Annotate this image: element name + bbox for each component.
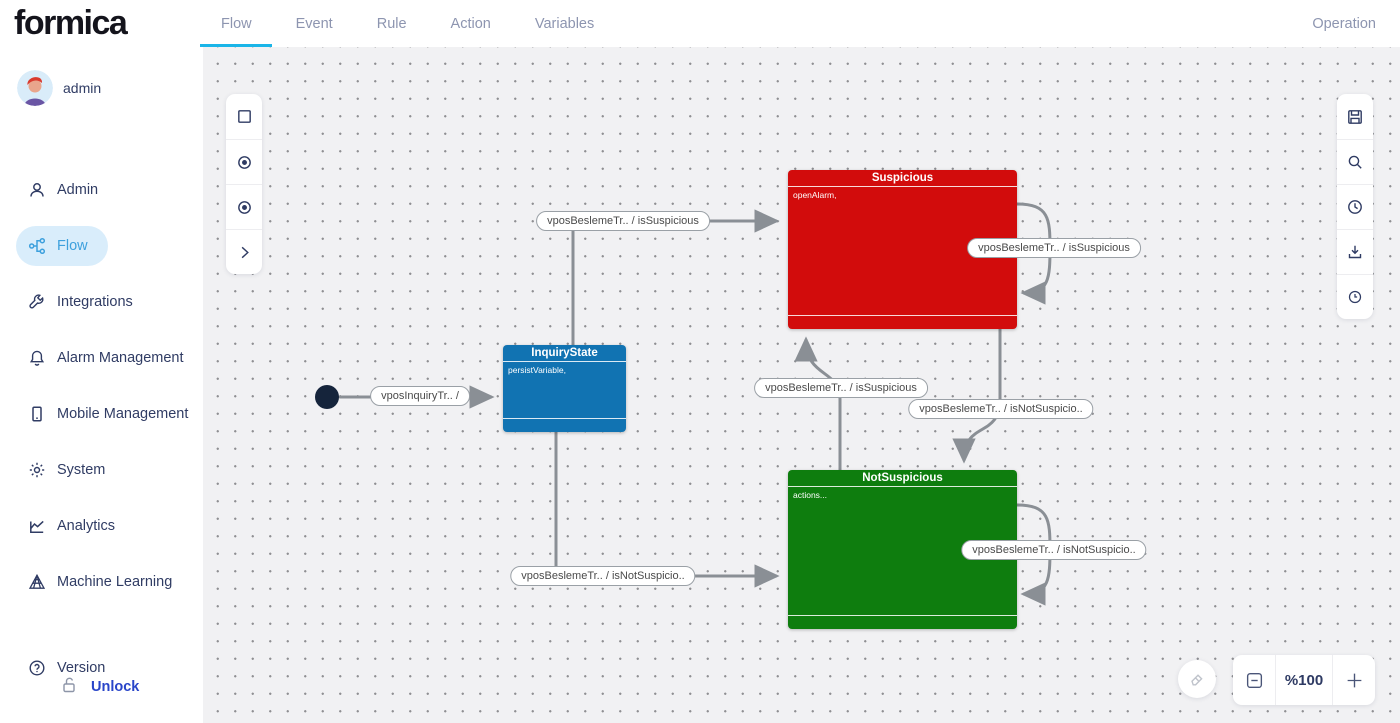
sidebar: admin Admin Flow Integrations Alarm Mana…	[0, 47, 203, 723]
edge-suspicious-to-notsuspicious[interactable]	[964, 329, 1000, 460]
sidebar-item-integrations[interactable]: Integrations	[16, 282, 133, 322]
sidebar-item-label: System	[57, 462, 105, 478]
download-icon[interactable]	[1337, 229, 1373, 274]
question-icon	[28, 659, 46, 677]
tab-flow[interactable]: Flow	[221, 0, 252, 47]
node-actions: persistVariable,	[503, 362, 626, 418]
node-title: Suspicious	[788, 170, 1017, 187]
edge-notsuspicious-to-suspicious[interactable]	[806, 340, 840, 470]
sidebar-item-alarm-management[interactable]: Alarm Management	[16, 338, 184, 378]
start-state-node[interactable]	[315, 385, 339, 409]
sidebar-item-system[interactable]: System	[16, 450, 105, 490]
node-inquiry-state[interactable]: InquiryState persistVariable,	[503, 345, 626, 432]
edge-label-is-not-suspicious-bottom[interactable]: vposBeslemeTr.. / isNotSuspicio..	[510, 566, 695, 586]
sidebar-item-mobile-management[interactable]: Mobile Management	[16, 394, 188, 434]
zoom-out-button[interactable]	[1233, 655, 1275, 705]
edge-label-is-suspicious-loop[interactable]: vposBeslemeTr.. / isSuspicious	[967, 238, 1141, 258]
operation-menu[interactable]: Operation	[1312, 0, 1376, 47]
tab-rule[interactable]: Rule	[377, 0, 407, 47]
flow-icon	[28, 237, 46, 255]
node-footer	[503, 418, 626, 432]
start-state-icon[interactable]	[226, 139, 262, 184]
tab-action[interactable]: Action	[451, 0, 491, 47]
node-title: InquiryState	[503, 345, 626, 362]
sidebar-item-label: Admin	[57, 182, 98, 198]
eraser-button[interactable]	[1178, 660, 1216, 698]
collapse-chevron-icon[interactable]	[226, 229, 262, 274]
unlock-label: Unlock	[91, 679, 139, 695]
zoom-in-button[interactable]	[1333, 655, 1375, 705]
time-icon[interactable]	[1337, 274, 1373, 319]
sidebar-item-label: Mobile Management	[57, 406, 188, 422]
gear-icon	[28, 461, 46, 479]
node-footer	[788, 315, 1017, 329]
user-name: admin	[63, 80, 101, 96]
user-row[interactable]: admin	[17, 70, 101, 106]
sidebar-item-analytics[interactable]: Analytics	[16, 506, 115, 546]
unlock-button[interactable]: Unlock	[60, 667, 139, 707]
node-footer	[788, 615, 1017, 629]
avatar	[17, 70, 53, 106]
chart-icon	[28, 517, 46, 535]
edge-label-is-suspicious-mid[interactable]: vposBeslemeTr.. / isSuspicious	[754, 378, 928, 398]
zoom-level: %100	[1275, 655, 1333, 705]
edge-label-is-suspicious-top[interactable]: vposBeslemeTr.. / isSuspicious	[536, 211, 710, 231]
sidebar-item-machine-learning[interactable]: Machine Learning	[16, 562, 172, 602]
edge-label-inquiry-transition[interactable]: vposInquiryTr.. /	[370, 386, 470, 406]
search-icon[interactable]	[1337, 139, 1373, 184]
sidebar-item-label: Flow	[57, 238, 88, 254]
sidebar-item-flow[interactable]: Flow	[16, 226, 108, 266]
top-tabs: Flow Event Rule Action Variables	[221, 0, 594, 47]
edge-label-is-not-suspicious-loop[interactable]: vposBeslemeTr.. / isNotSuspicio..	[961, 540, 1146, 560]
flow-canvas[interactable]: InquiryState persistVariable, Suspicious…	[203, 47, 1400, 723]
zoom-controls: %100	[1233, 655, 1375, 705]
right-tool-palette	[1337, 94, 1373, 319]
edge-label-is-not-suspicious-mid[interactable]: vposBeslemeTr.. / isNotSuspicio..	[908, 399, 1093, 419]
edge-inquiry-to-notsuspicious[interactable]	[556, 432, 776, 576]
mobile-icon	[28, 405, 46, 423]
sidebar-item-admin[interactable]: Admin	[16, 170, 98, 210]
left-tool-palette	[226, 94, 262, 274]
unlock-icon	[60, 676, 78, 699]
tab-event[interactable]: Event	[296, 0, 333, 47]
sidebar-item-label: Machine Learning	[57, 574, 172, 590]
sidebar-item-label: Integrations	[57, 294, 133, 310]
bell-icon	[28, 349, 46, 367]
end-state-icon[interactable]	[226, 184, 262, 229]
save-icon[interactable]	[1337, 94, 1373, 139]
sidebar-item-label: Alarm Management	[57, 350, 184, 366]
node-title: NotSuspicious	[788, 470, 1017, 487]
history-icon[interactable]	[1337, 184, 1373, 229]
tab-variables[interactable]: Variables	[535, 0, 594, 47]
top-bar: formica Flow Event Rule Action Variables…	[0, 0, 1400, 47]
pyramid-icon	[28, 573, 46, 591]
sidebar-item-label: Analytics	[57, 518, 115, 534]
state-square-icon[interactable]	[226, 94, 262, 139]
edge-inquiry-to-suspicious[interactable]	[573, 221, 776, 345]
wrench-icon	[28, 293, 46, 311]
user-icon	[28, 181, 46, 199]
brand-logo: formica	[14, 4, 126, 43]
